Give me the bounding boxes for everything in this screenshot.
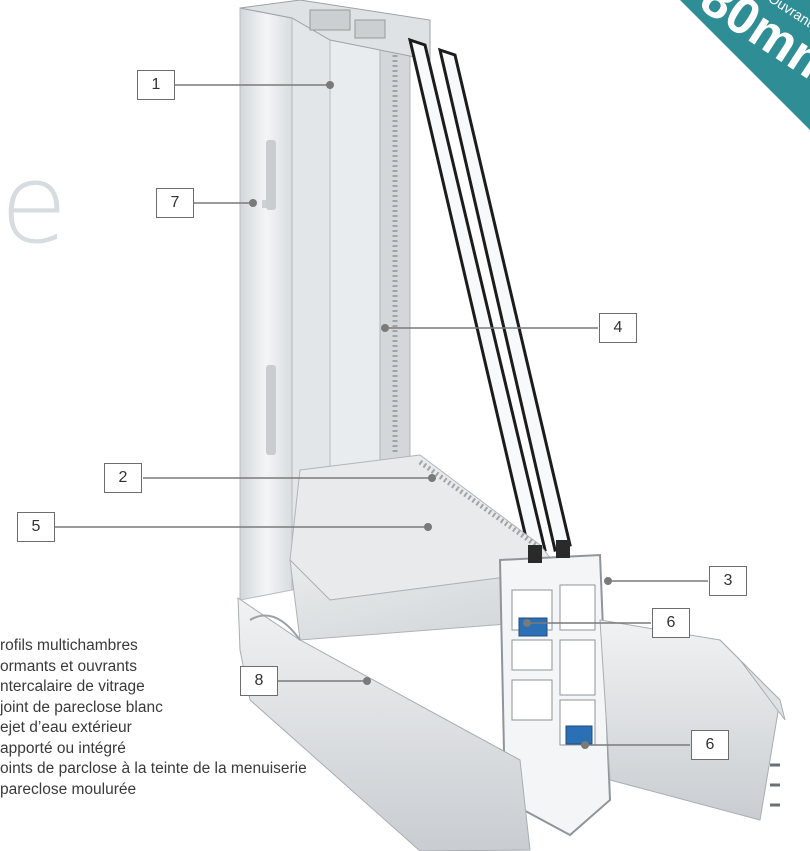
legend-item: ejet d’eau extérieur	[0, 719, 132, 736]
callout-5: 5	[17, 512, 55, 542]
legend-item: joint de pareclose blanc	[0, 698, 163, 716]
ghost-heading-letter: e	[0, 140, 68, 268]
callout-4: 4	[599, 313, 637, 343]
corner-badge: 80mm Ouvrant	[620, 0, 810, 140]
leader-lines	[55, 81, 708, 749]
legend-item: oints de parclose à la teinte de la menu…	[0, 760, 307, 777]
features-legend: rofils multichambres ormants et ouvrants…	[0, 636, 307, 800]
callout-2: 2	[104, 463, 142, 493]
outer-frame-jamb	[239, 7, 331, 601]
callout-8: 8	[240, 666, 278, 696]
callout-7: 7	[156, 188, 194, 218]
legend-item: rofils multichambres	[0, 637, 138, 654]
weather-sill	[599, 619, 786, 821]
legend-item: ntercalaire de vitrage	[0, 678, 145, 695]
callout-1: 1	[137, 70, 175, 100]
callout-3: 3	[709, 566, 747, 596]
badge-ribbon: 80mm Ouvrant	[680, 0, 810, 130]
legend-item: ormants et ouvrants	[0, 657, 137, 675]
double-glazing	[407, 37, 572, 557]
legend-item: pareclose moulurée	[0, 780, 137, 798]
callout-6-lower: 6	[691, 730, 729, 760]
callout-6-upper: 6	[652, 608, 690, 638]
legend-item: apporté ou intégré	[0, 739, 126, 757]
top-section-cut	[239, 0, 431, 61]
